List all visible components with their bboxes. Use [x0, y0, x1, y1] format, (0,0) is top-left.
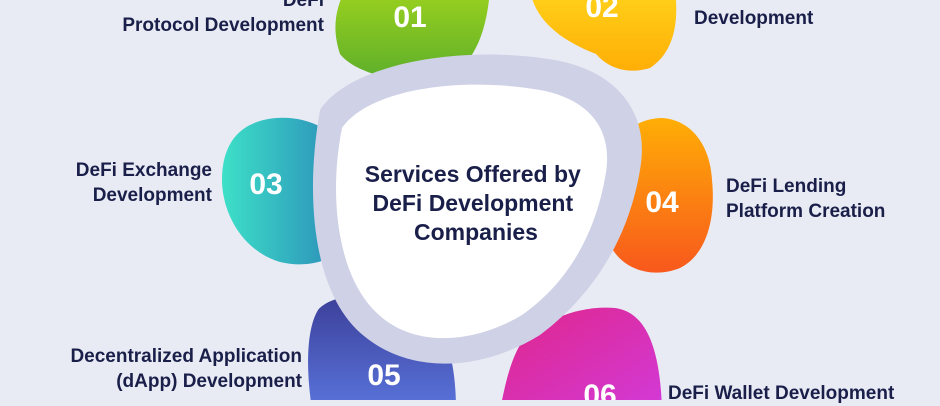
- petal-03: [222, 117, 338, 265]
- label-04-line-2: Platform Creation: [726, 201, 886, 222]
- label-03-line-1: DeFi Exchange: [75, 160, 212, 181]
- number-03: 03: [249, 168, 282, 201]
- label-04-line-1: DeFi Lending: [726, 176, 847, 197]
- label-02-line-1: Development: [694, 8, 814, 29]
- center-title-line-1: Services Offered by: [365, 161, 581, 187]
- label-06-line-1: DeFi Wallet Development: [668, 383, 895, 404]
- number-04: 04: [645, 186, 679, 219]
- center-title-line-3: Companies: [414, 219, 538, 245]
- label-05-line-2: (dApp) Development: [116, 371, 302, 392]
- number-02: 02: [585, 0, 618, 24]
- label-03: DeFi Exchange Development: [76, 158, 212, 208]
- center-title-line-2: DeFi Development: [372, 190, 573, 216]
- number-06: 06: [583, 379, 616, 400]
- label-05: Decentralized Application (dApp) Develop…: [70, 344, 302, 394]
- number-05: 05: [367, 359, 400, 392]
- label-05-line-1: Decentralized Application: [70, 346, 302, 367]
- center-title: Services Offered by DeFi Development Com…: [365, 161, 587, 245]
- label-01-line-1: DeFi: [282, 0, 324, 11]
- number-01: 01: [393, 1, 426, 34]
- label-01-line-2: Protocol Development: [122, 15, 324, 36]
- label-04: DeFi Lending Platform Creation: [726, 174, 885, 224]
- petal-02: [532, 0, 677, 71]
- label-06: DeFi Wallet Development: [668, 381, 894, 406]
- label-02: Development: [694, 6, 813, 31]
- label-01: DeFi Protocol Development: [122, 0, 324, 38]
- center-blob: [336, 84, 608, 339]
- label-03-line-2: Development: [92, 185, 212, 206]
